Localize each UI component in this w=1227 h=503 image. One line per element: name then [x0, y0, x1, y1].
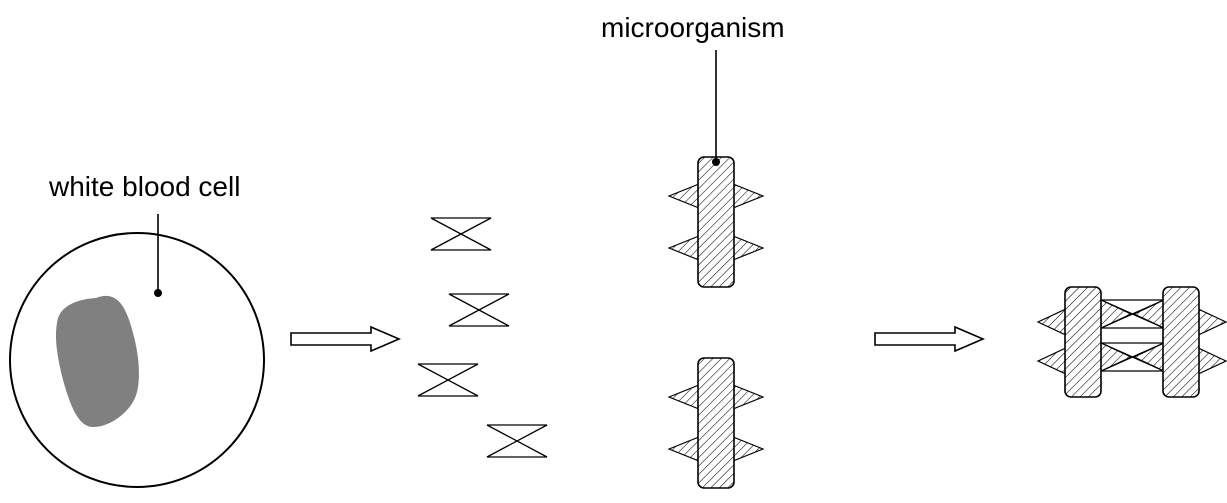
antibody	[417, 363, 479, 397]
microorganism-bottom	[668, 357, 764, 489]
arrow-2	[874, 326, 984, 352]
arrow-1	[290, 326, 400, 352]
cell-label-dot	[154, 289, 162, 297]
clumped-microorganism-right	[1162, 286, 1200, 398]
antibody	[430, 217, 492, 251]
microorganism-top	[668, 156, 764, 288]
microorganism-label: microorganism	[601, 12, 785, 43]
antibody	[486, 424, 548, 458]
white-blood-cell-label: white blood cell	[48, 171, 240, 202]
nucleus	[55, 295, 139, 428]
white-blood-cell: white blood cell	[9, 171, 265, 488]
clumped-microorganisms	[1036, 286, 1227, 398]
microorganisms: microorganism	[601, 12, 785, 489]
antibody-bridge	[1100, 299, 1165, 372]
antibody	[448, 293, 510, 327]
clumped-microorganism-left	[1064, 286, 1102, 398]
antibodies	[417, 217, 548, 458]
microorganism-label-dot	[712, 158, 720, 166]
